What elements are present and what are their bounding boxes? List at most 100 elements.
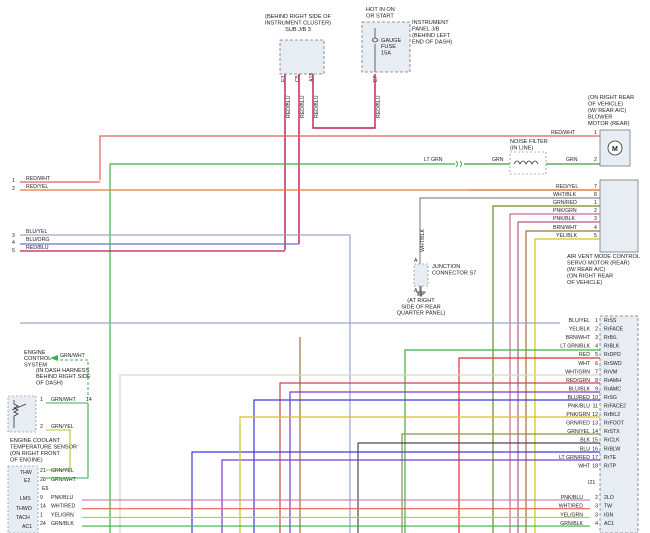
grn-label-1: GRN	[492, 157, 504, 163]
eng-pin-1: 1	[40, 397, 43, 403]
lower-wire-label: GRN/BLK	[560, 521, 583, 527]
module-signal: RrAMC	[604, 386, 621, 392]
sub-jb3-box	[279, 39, 325, 75]
wire-lt-grn	[109, 163, 455, 533]
module-pin: 16	[592, 446, 598, 452]
bottom-left-pin: 14	[40, 504, 46, 510]
module-pin: 6	[595, 361, 598, 367]
ecm-left-box	[7, 465, 39, 533]
module-wire-label: BRN/WHT	[566, 335, 591, 341]
module-signal: RrVM	[604, 369, 617, 375]
module-signal: RrSWD	[604, 361, 622, 367]
control-module-box	[599, 315, 639, 533]
bottom-left-wire: WHT/RED	[51, 504, 75, 510]
module-pin: 13	[592, 421, 598, 427]
module-wire-label: LT GRN/BLK	[560, 344, 590, 350]
lower-pin: 2	[595, 495, 598, 501]
wht-blk-vertical-label: WHT/BLK	[420, 228, 426, 252]
left-pin-4: 4	[12, 240, 15, 246]
module-signal: RrTE	[604, 455, 617, 461]
servo-w8: WHT/BLK	[553, 192, 577, 198]
servo-w3: PNK/BLK	[553, 216, 575, 222]
module-signal: RrBLK	[604, 344, 620, 350]
eng-wire-21: GRN/YEL	[51, 468, 74, 474]
servo-p8: 8	[594, 192, 597, 198]
module-signal: RrFACE2	[604, 404, 626, 410]
left-wire-1: RED/WHT	[26, 176, 51, 182]
bottom-left-pin: 24	[40, 521, 46, 527]
servo-p1: 1	[594, 200, 597, 206]
noise-filter-coil	[513, 160, 539, 165]
side-label-ac1: AC1	[22, 524, 32, 530]
lower-signal: TW	[604, 504, 612, 510]
module-pin: 7	[595, 369, 598, 375]
module-wire-label: WHT	[578, 463, 591, 469]
servo-p5: 5	[594, 233, 597, 239]
left-line-3	[20, 234, 351, 533]
module-wire-label: BLU/RED	[568, 395, 591, 401]
bottom-left-wire: YEL/GRN	[51, 512, 74, 518]
side-label-thwo: THWO	[16, 506, 32, 512]
pin-a-1: A	[414, 258, 418, 264]
i21-label: I21	[588, 480, 595, 486]
engine-top-wire-line	[60, 359, 89, 398]
module-vertical-drops	[20, 322, 600, 533]
module-wire-label: PNK/GRN	[566, 412, 590, 418]
lower-wire-label: WHT/RED	[559, 504, 583, 510]
lower-pin: 4	[595, 521, 598, 527]
module-signal: RrFACE	[604, 327, 624, 333]
lower-pin: 3	[595, 504, 598, 510]
gauge-fuse-symbol	[371, 28, 379, 43]
left-wire-4: BLU/ORG	[26, 237, 49, 243]
module-pin: 14	[592, 429, 598, 435]
module-wire-label: LT GRN/RED	[559, 455, 590, 461]
lower-wire-label: PNK/BLU	[561, 495, 583, 501]
module-pin: 2	[595, 327, 598, 333]
bottom-left-pin: 1	[40, 512, 43, 518]
module-wire-label: GRN/RED	[566, 421, 590, 427]
side-label-thw: THW	[20, 470, 32, 476]
engine-arrow	[50, 355, 58, 361]
left-wire-2: RED/YEL	[26, 184, 48, 190]
lower-signal: IGN	[604, 512, 613, 518]
module-pin: 3	[595, 335, 598, 341]
servo-p7: 7	[594, 184, 597, 190]
noise-filter-box	[509, 151, 547, 175]
module-signal: RrSS	[604, 318, 617, 324]
eng-pin-2: 2	[40, 424, 43, 430]
grn-label-2: GRN	[566, 157, 578, 163]
module-wire-label: YEL/BLK	[569, 327, 591, 333]
motor-m-label: M	[612, 146, 618, 153]
bottom-left-pin: 9	[40, 495, 43, 501]
pin-a-2: A	[414, 288, 418, 294]
pin-e3: E3	[281, 76, 287, 82]
blower-pin-2: 2	[594, 157, 597, 163]
lower-pin: 3	[595, 512, 598, 518]
motor-icon	[607, 140, 623, 156]
pin-e7: E7	[373, 76, 379, 82]
engine-top-wire: GRN/WHT	[60, 353, 86, 359]
eng-pin-21: 21	[40, 468, 46, 474]
lower-signal: 2LO	[604, 495, 614, 501]
pin-a15: A15	[309, 73, 315, 82]
servo-w2: PNK/GRN	[553, 208, 577, 214]
lt-grn-label: LT GRN	[424, 157, 443, 163]
ground-symbol	[416, 286, 426, 297]
servo-w7: RED/YEL	[556, 184, 578, 190]
module-pin: 18	[592, 463, 598, 469]
module-signal: RrCLK	[604, 438, 620, 444]
module-signal: RrB/L	[604, 335, 617, 341]
module-pin: 5	[595, 352, 598, 358]
module-wire-label: RED	[579, 352, 590, 358]
